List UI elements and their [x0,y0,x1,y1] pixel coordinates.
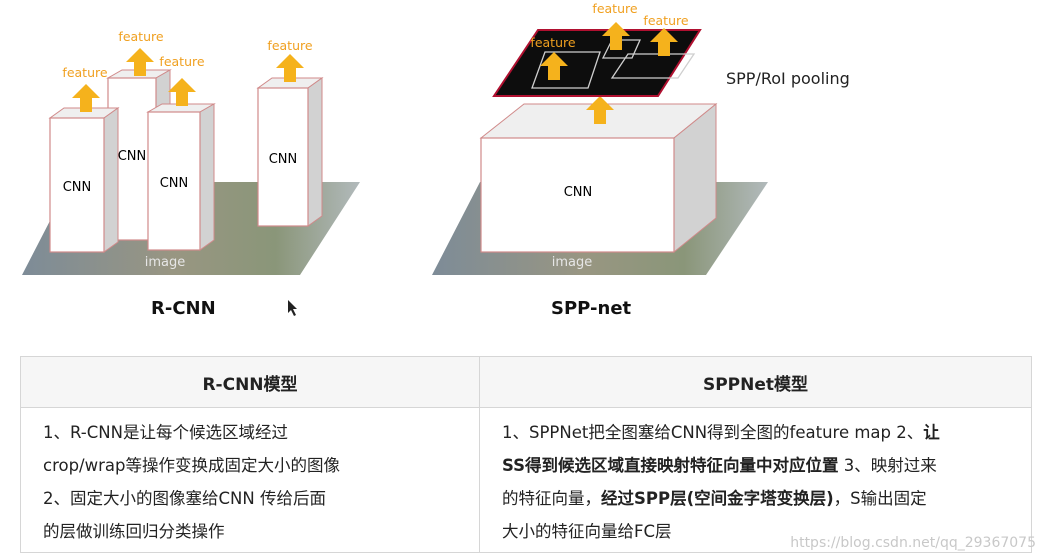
rcnn-box-3: CNN [146,103,216,251]
spp-image-label: image [552,255,593,270]
spp-line-2: SS得到候选区域直接映射特征向量中对应位置 3、映射过来 [502,456,937,475]
rcnn-description: 1、R-CNN是让每个候选区域经过 crop/wrap等操作变换成固定大小的图像… [20,407,480,553]
arrow-up-icon [650,28,678,56]
sppnet-description: 1、SPPNet把全图塞给CNN得到全图的feature map 2、让 SS得… [479,407,1032,553]
rcnn-feature-label-1: feature [62,65,107,80]
arrow-up-icon [72,84,100,112]
rcnn-box-1-label: CNN [63,180,92,195]
arrow-up-icon [126,48,154,76]
spp-pooling-label: SPP/RoI pooling [726,69,850,88]
spp-line-1: 1、SPPNet把全图塞给CNN得到全图的feature map 2、让 [502,423,940,442]
rcnn-caption: R-CNN [151,298,216,319]
spp-line-4: 大小的特征向量给FC层 [502,522,672,541]
table-header-row: R-CNN模型 SPPNet模型 [20,356,1032,408]
header-rcnn: R-CNN模型 [20,356,480,408]
arrow-up-icon [276,54,304,82]
spp-feature-label-2: feature [592,1,637,16]
spp-feature-label-3: feature [643,13,688,28]
rcnn-box-2-label: CNN [118,149,147,164]
rcnn-box-1: CNN [48,107,120,253]
arrow-up-icon [586,96,614,124]
rcnn-box-3-label: CNN [160,176,189,191]
rcnn-line-2: crop/wrap等操作变换成固定大小的图像 [43,456,340,475]
arrow-up-icon [168,78,196,106]
rcnn-box-4: CNN [256,77,324,227]
mouse-cursor-icon [288,300,297,316]
spp-cnn-box: CNN [479,102,718,254]
rcnn-image-label: image [145,255,186,270]
rcnn-line-3: 2、固定大小的图像塞给CNN 传给后面 [43,489,326,508]
comparison-table: R-CNN模型 SPPNet模型 1、R-CNN是让每个候选区域经过 crop/… [20,356,1032,553]
rcnn-box-4-label: CNN [269,152,298,167]
spp-line-3: 的特征向量，经过SPP层(空间金字塔变换层)，S输出固定 [502,489,927,508]
header-sppnet: SPPNet模型 [479,356,1032,408]
watermark: https://blog.csdn.net/qq_29367075 [790,535,1036,551]
spp-feature-label-1: feature [530,35,575,50]
spp-cnn-label: CNN [564,185,593,200]
rcnn-feature-label-2: feature [118,29,163,44]
rcnn-line-4: 的层做训练回归分类操作 [43,522,225,541]
architecture-diagram: image CNN CNN CNN CNN feature feature fe… [22,1,850,316]
spp-pooling-plane [492,29,702,97]
arrow-up-icon [602,22,630,50]
rcnn-feature-label-4: feature [267,38,312,53]
arrow-up-icon [540,52,568,80]
sppnet-caption: SPP-net [551,298,632,319]
rcnn-feature-label-3: feature [159,54,204,69]
rcnn-line-1: 1、R-CNN是让每个候选区域经过 [43,423,288,442]
table-row: 1、R-CNN是让每个候选区域经过 crop/wrap等操作变换成固定大小的图像… [20,407,1032,553]
